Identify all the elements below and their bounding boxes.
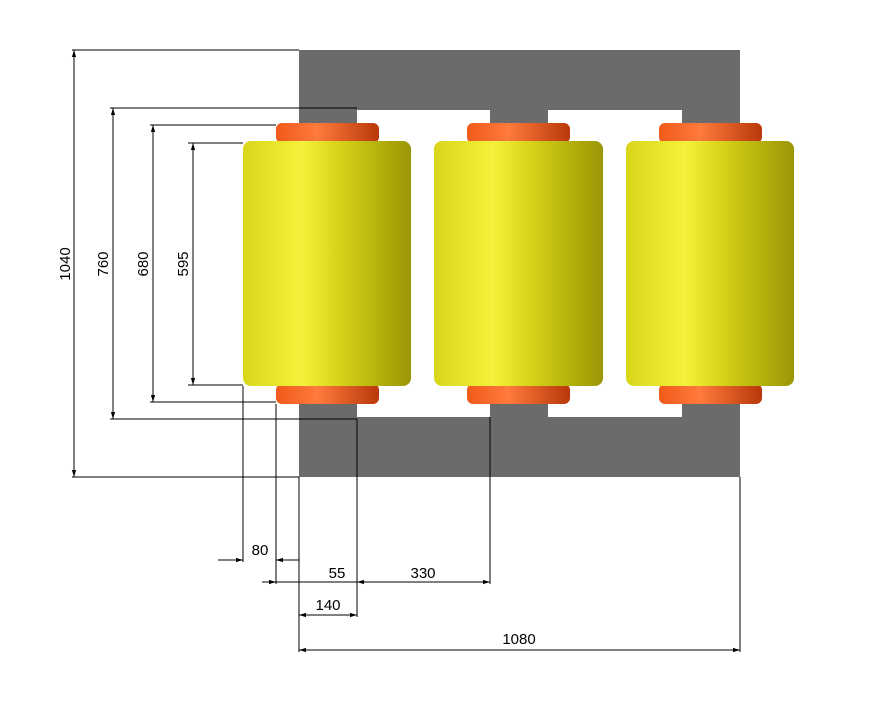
dim-coil-height-label: 595 [175, 251, 192, 276]
dim-limb-width-label: 140 [315, 597, 340, 614]
coil-left-winding [243, 141, 411, 386]
coil-middle-bottom-flange [467, 384, 570, 404]
dim-window-width-label: 330 [410, 565, 435, 582]
extension-lines [242, 386, 741, 652]
dim-inner-winding-height-label: 680 [135, 251, 152, 276]
dim-coil-height: 595 [175, 142, 243, 386]
coil-right [626, 123, 794, 404]
dim-inner-winding-height: 680 [135, 124, 276, 403]
dim-outer-winding-height: 760 [95, 107, 357, 420]
dim-window-gap-label: 55 [329, 565, 346, 582]
dim-limb-width: 140 [299, 597, 357, 618]
coil-middle-top-flange [467, 123, 570, 143]
coil-right-bottom-flange [659, 384, 762, 404]
dim-overall-width: 1080 [299, 631, 740, 653]
dim-outer-winding-height-label: 760 [95, 251, 112, 276]
coil-middle [434, 123, 603, 404]
dim-overall-height: 1040 [57, 49, 299, 478]
dim-coil-offset-label: 80 [252, 542, 269, 559]
coil-left-bottom-flange [276, 384, 379, 404]
coil-left [243, 123, 411, 404]
dim-overall-height-label: 1040 [57, 247, 74, 280]
dim-window-gap: 55 [262, 565, 357, 585]
dim-coil-offset: 80 [218, 542, 299, 563]
dim-window-width: 330 [357, 565, 490, 585]
dim-overall-width-label: 1080 [502, 631, 535, 648]
coil-right-top-flange [659, 123, 762, 143]
coil-left-top-flange [276, 123, 379, 143]
coil-right-winding [626, 141, 794, 386]
coil-middle-winding [434, 141, 603, 386]
